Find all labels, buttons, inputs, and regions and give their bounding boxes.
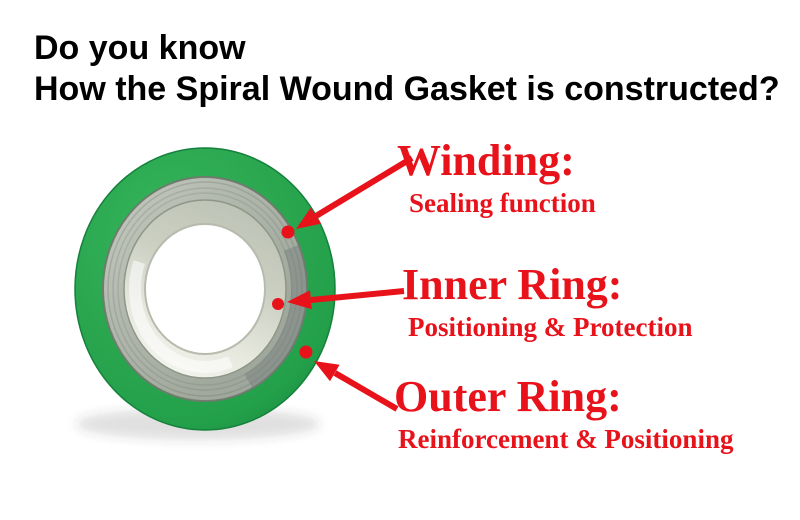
inner-ring-arrow (310, 288, 405, 303)
inner-ring-highlight (129, 205, 281, 373)
spiral-line (112, 187, 298, 391)
winding-dark-patch (103, 177, 307, 401)
winding-arrowhead (296, 207, 322, 229)
inner-ring-arrowhead (287, 290, 312, 310)
spiral-line (107, 181, 303, 397)
outer-ring-heading: Outer Ring: (394, 372, 622, 421)
winding-label: Winding: Sealing function (397, 137, 596, 218)
inner-ring-point-dot (272, 298, 284, 310)
inner-ring-description: Positioning & Protection (408, 312, 693, 342)
title-line-2: How the Spiral Wound Gasket is construct… (34, 70, 780, 108)
annotation-arrows (272, 155, 414, 412)
outer-ring-description: Reinforcement & Positioning (398, 424, 734, 454)
title-line-1: Do you know (34, 29, 246, 67)
inner-ring-label: Inner Ring: Positioning & Protection (402, 261, 692, 342)
outer-ring-arrowhead (314, 361, 340, 382)
spiral-line (117, 192, 293, 386)
outer-ring-point-dot (299, 345, 313, 359)
page-title: Do you know How the Spiral Wound Gasket … (34, 28, 780, 110)
winding-point-dot (281, 225, 295, 239)
winding-arrow (314, 155, 414, 219)
gasket-bore (144, 223, 266, 355)
winding-description: Sealing function (409, 188, 596, 218)
outer-ring-label: Outer Ring: Reinforcement & Positioning (394, 373, 733, 454)
outer-ring-arrow (333, 370, 399, 412)
winding-heading: Winding: (397, 136, 575, 185)
inner-ring-heading: Inner Ring: (402, 260, 623, 309)
